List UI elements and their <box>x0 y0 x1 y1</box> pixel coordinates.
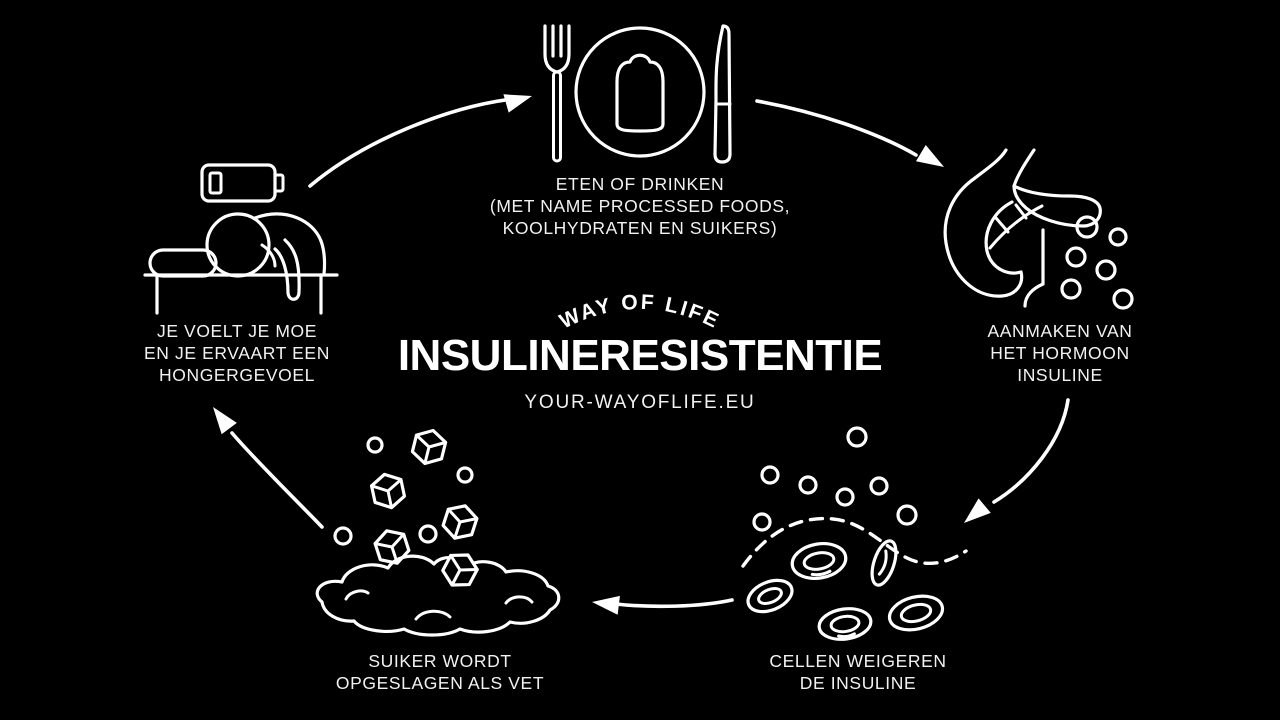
tired-low-battery-icon <box>143 163 339 315</box>
label-line: (MET NAME PROCESSED FOODS, <box>489 196 791 216</box>
sugar-stored-as-fat-icon <box>315 428 561 637</box>
arrow-eat-to-pancreas <box>755 99 944 167</box>
label-line: OPGESLAGEN ALS VET <box>335 673 545 693</box>
knife-icon <box>713 24 732 164</box>
pillow-icon <box>148 248 218 278</box>
arrow-fat-to-tired <box>213 407 324 529</box>
label-line: SUIKER WORDT <box>368 651 512 671</box>
brand-website: YOUR-WAYOFLIFE.EU <box>524 392 756 413</box>
brand-arc-text: WAY OF LIFE <box>556 291 724 334</box>
bread-slice-icon <box>615 53 665 133</box>
sugar-cube-icon <box>369 472 407 510</box>
plate-icon <box>574 26 706 158</box>
sugar-cube-icon <box>373 529 411 565</box>
label-je-voelt-je-moe: JE VOELT JE MOE EN JE ERVAART EEN HONGER… <box>133 320 341 386</box>
cell-membrane-dashed-line <box>741 516 968 568</box>
label-line: KOOLHYDRATEN EN SUIKERS) <box>502 218 778 238</box>
label-suiker-als-vet: SUIKER WORDT OPGESLAGEN ALS VET <box>310 650 570 694</box>
label-line: JE VOELT JE MOE <box>156 321 318 341</box>
blood-cell-icon <box>790 542 848 580</box>
plate-fork-knife-icon <box>543 24 732 164</box>
label-line: ETEN OF DRINKEN <box>555 174 725 194</box>
label-line: HONGERGEVOEL <box>159 365 315 385</box>
blood-cell-icon <box>746 578 794 614</box>
sugar-cube-icon <box>441 504 479 540</box>
label-line: HET HORMOON <box>990 343 1130 363</box>
label-line: EN JE ERVAART EEN <box>144 343 330 363</box>
sugar-cube-icon <box>410 428 448 466</box>
label-line: DE INSULINE <box>799 673 917 693</box>
arrow-cells-to-fat <box>592 595 734 615</box>
low-battery-icon <box>200 163 285 203</box>
head-icon <box>205 212 271 278</box>
blood-cell-icon <box>887 594 945 632</box>
sugar-dots <box>333 436 474 546</box>
label-line: INSULINE <box>1017 365 1103 385</box>
fat-blob-icon <box>315 554 561 637</box>
cells-reject-insulin-icon <box>741 426 968 641</box>
insulin-dots <box>752 426 918 532</box>
label-line: AANMAKEN VAN <box>987 321 1133 341</box>
blood-cell-icon <box>817 607 873 641</box>
label-line: CELLEN WEIGEREN <box>769 651 947 671</box>
label-aanmaken-insuline: AANMAKEN VAN HET HORMOON INSULINE <box>956 320 1164 386</box>
pancreatic-duct-lines <box>988 203 1044 250</box>
sugar-cube-icon <box>441 553 479 587</box>
label-cellen-weigeren: CELLEN WEIGEREN DE INSULINE <box>728 650 988 694</box>
pancreas-insulin-icon <box>943 148 1134 310</box>
blood-cell-icon <box>870 539 898 587</box>
sleeping-person-icon <box>143 212 339 315</box>
diagram-title: INSULINERESISTENTIE <box>397 331 883 380</box>
arrow-tired-to-eat <box>308 94 532 188</box>
label-eten-of-drinken: ETEN OF DRINKEN (MET NAME PROCESSED FOOD… <box>440 173 840 239</box>
insulin-dots <box>1060 215 1134 310</box>
arrow-pancreas-to-cells <box>964 398 1070 523</box>
fork-icon <box>543 24 571 163</box>
